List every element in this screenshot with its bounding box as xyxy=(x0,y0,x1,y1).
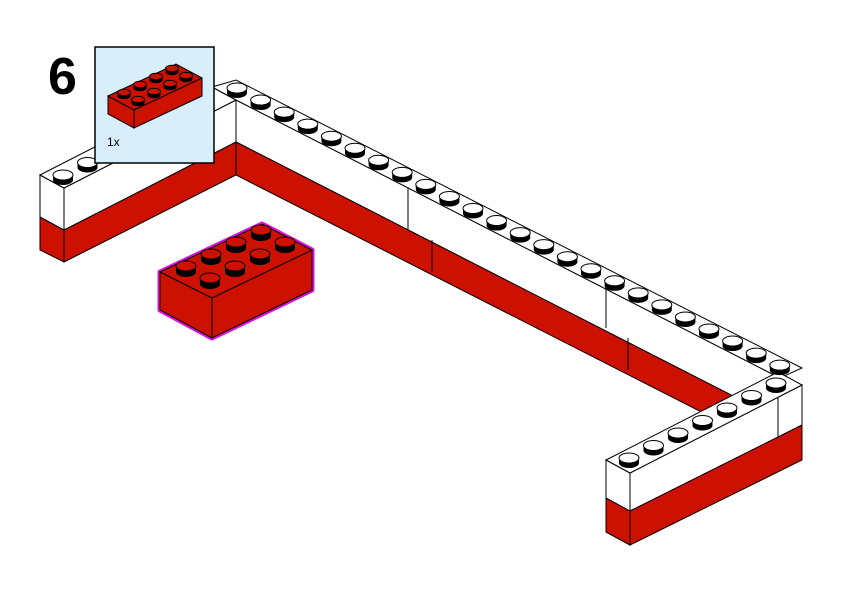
stud xyxy=(320,130,342,147)
stud xyxy=(133,80,147,92)
stud xyxy=(438,190,460,207)
stud xyxy=(175,260,197,277)
stud xyxy=(344,142,366,159)
stud xyxy=(741,390,762,406)
stud xyxy=(225,236,247,253)
stud xyxy=(533,239,555,255)
stud xyxy=(722,335,744,352)
stud xyxy=(769,359,791,376)
stud xyxy=(131,95,145,107)
stud xyxy=(224,260,246,277)
stud xyxy=(674,311,696,327)
new-brick-studs xyxy=(175,224,296,289)
callout-brick-2x4 xyxy=(106,63,204,129)
stud xyxy=(274,236,296,253)
stud xyxy=(249,248,271,265)
stud xyxy=(226,82,248,98)
stud xyxy=(165,64,179,76)
stud xyxy=(716,402,738,418)
stud xyxy=(698,323,720,339)
stud xyxy=(509,227,531,243)
stud xyxy=(391,166,413,183)
stud xyxy=(651,299,673,315)
stud xyxy=(117,88,131,100)
stud xyxy=(52,169,74,185)
stud xyxy=(667,427,689,443)
stud xyxy=(179,71,193,83)
stud xyxy=(297,118,319,135)
new-brick-2x4 xyxy=(157,221,315,341)
stud xyxy=(77,157,98,173)
parts-callout: 1x xyxy=(94,46,215,164)
stud xyxy=(200,248,222,265)
stud xyxy=(556,251,578,267)
stud xyxy=(604,275,626,291)
stud xyxy=(462,203,484,219)
stud xyxy=(765,377,787,393)
step-number: 6 xyxy=(48,48,77,106)
stud xyxy=(273,106,295,123)
stud xyxy=(149,72,163,84)
stud xyxy=(199,272,221,289)
stud xyxy=(745,347,767,364)
stud xyxy=(618,452,640,468)
stud xyxy=(250,224,272,241)
part-quantity: 1x xyxy=(107,135,120,149)
stud xyxy=(415,178,437,195)
stud xyxy=(580,263,602,279)
stud xyxy=(147,87,161,99)
callout-brick-studs xyxy=(117,64,193,107)
stud xyxy=(250,94,272,111)
stud xyxy=(486,215,508,231)
stud xyxy=(643,440,664,456)
wall-studs xyxy=(52,82,791,468)
stud xyxy=(368,154,390,171)
stud xyxy=(627,287,649,303)
stud xyxy=(163,79,177,91)
stud xyxy=(692,415,713,431)
